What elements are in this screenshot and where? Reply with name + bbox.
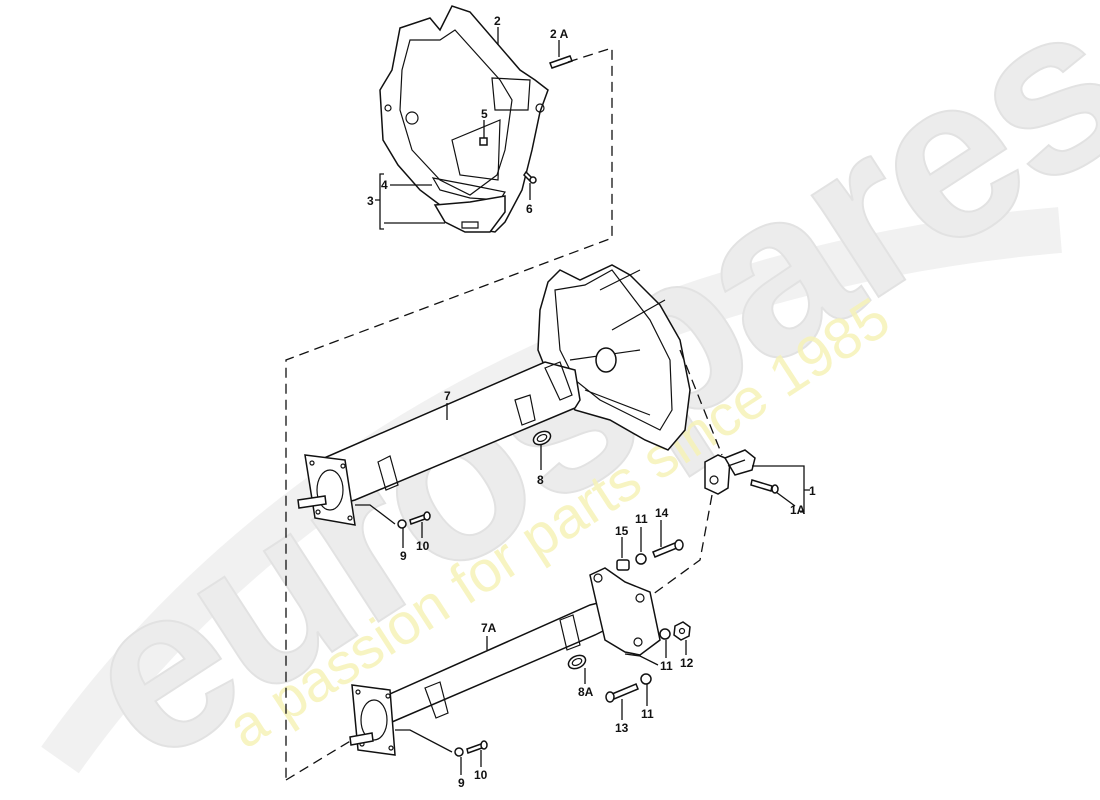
callout-13: 13: [615, 721, 629, 735]
callout-6: 6: [526, 202, 533, 216]
clip-part-5[interactable]: [479, 137, 488, 146]
washer-part-11-right[interactable]: [659, 628, 671, 640]
bracket-1-brace: [752, 465, 810, 513]
leader-11-pair: [624, 653, 659, 666]
washer-part-11-lower[interactable]: [640, 673, 652, 685]
bolt-part-13[interactable]: [605, 683, 639, 703]
callout-7a: 7A: [481, 621, 497, 635]
callout-11-lower: 11: [641, 707, 654, 721]
callout-2: 2: [494, 14, 501, 28]
bolt-part-10-lower[interactable]: [466, 740, 488, 754]
seal-part-3[interactable]: [433, 195, 506, 233]
callout-11-upper: 11: [635, 512, 648, 526]
callout-14: 14: [655, 506, 669, 520]
nut-part-12[interactable]: [673, 621, 691, 641]
callout-10-upper: 10: [416, 539, 430, 553]
callout-9-lower: 9: [458, 776, 465, 790]
housing-cover-part-2[interactable]: [379, 5, 549, 233]
callout-3: 3: [367, 194, 374, 208]
leader-1a: [775, 491, 796, 507]
hose-clamp-part-8a[interactable]: [566, 653, 587, 671]
assembly-line-top: [285, 47, 613, 780]
callout-2a: 2 A: [550, 27, 569, 41]
callout-15: 15: [615, 524, 629, 538]
callout-4: 4: [381, 178, 388, 192]
leader-9-10-upper: [355, 504, 396, 525]
callout-11-right: 11: [660, 659, 673, 673]
screw-part-6[interactable]: [523, 170, 537, 184]
leader-9-10-lower: [395, 729, 453, 753]
hose-clamp-part-8[interactable]: [531, 429, 552, 447]
central-tube-part-7[interactable]: [297, 264, 691, 526]
callout-8a: 8A: [578, 685, 594, 699]
bolt-part-10-upper[interactable]: [409, 511, 431, 525]
callout-1a: 1A: [790, 503, 806, 517]
leader-3-brace: [375, 173, 445, 230]
callout-8: 8: [537, 473, 544, 487]
bushing-part-15[interactable]: [616, 559, 630, 571]
callout-7: 7: [444, 389, 451, 403]
callout-10-lower: 10: [474, 768, 488, 782]
washer-part-9-lower[interactable]: [454, 747, 464, 757]
callout-12: 12: [680, 656, 694, 670]
assembly-line-bracket: [644, 349, 723, 601]
bracket-part-1[interactable]: [704, 449, 756, 495]
bolt-part-1a[interactable]: [750, 479, 779, 494]
assembly-line-bottom: [285, 739, 353, 781]
bolt-part-14[interactable]: [652, 539, 684, 558]
callout-5: 5: [481, 107, 488, 121]
washer-part-9-upper[interactable]: [397, 519, 407, 529]
central-tube-part-7a[interactable]: [349, 567, 661, 756]
washer-part-11-upper[interactable]: [635, 553, 647, 565]
callout-9-upper: 9: [400, 549, 407, 563]
callout-1: 1: [809, 484, 816, 498]
